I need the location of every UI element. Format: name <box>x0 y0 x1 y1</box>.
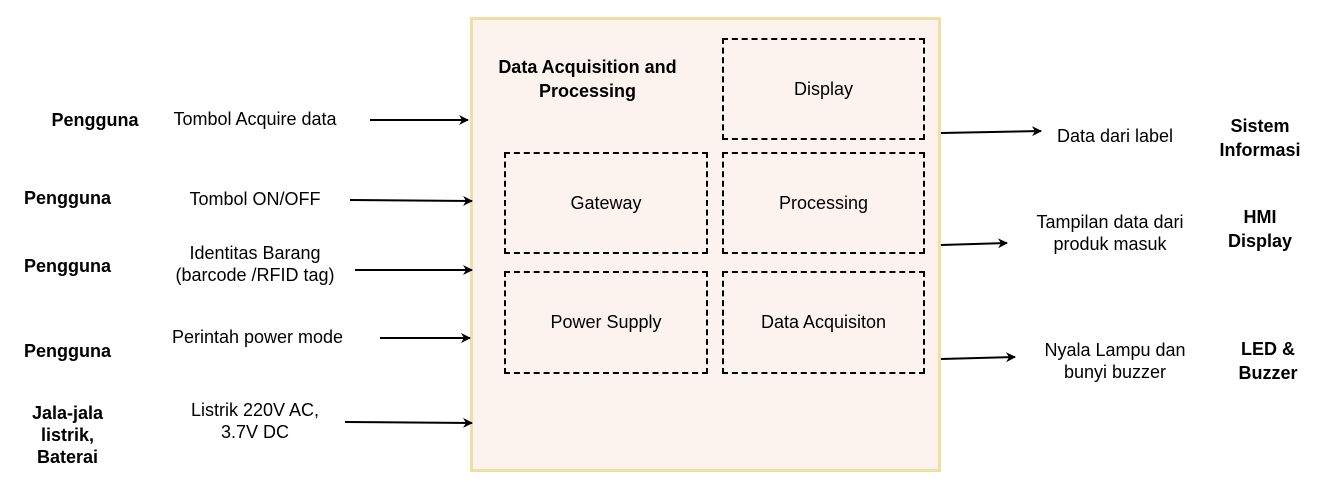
output-arrow-3 <box>940 352 1016 363</box>
input-source-3: Pengguna <box>5 255 130 277</box>
input-arrow-5 <box>344 417 473 428</box>
module-data-acquisition: Data Acquisiton <box>722 271 925 374</box>
output-target-2: HMI Display <box>1200 205 1320 253</box>
input-label-5: Listrik 220V AC, 3.7V DC <box>170 399 340 443</box>
module-power-supply-label: Power Supply <box>550 312 662 332</box>
input-label-1-line1: Tombol Acquire data <box>173 109 337 129</box>
input-label-4-line1: Perintah power mode <box>171 327 344 347</box>
output-label-2-line2: produk masuk <box>1053 234 1167 254</box>
module-processing: Processing <box>722 152 925 254</box>
module-display: Display <box>722 38 925 140</box>
output-label-2: Tampilan data dari produk masuk <box>1015 211 1205 255</box>
input-source-5: Jala-jala listrik, Baterai <box>10 402 125 468</box>
input-source-1: Pengguna <box>30 109 160 131</box>
output-target-2-line1: HMI <box>1243 207 1277 227</box>
main-block-title-line1: Data Acquisition and <box>498 57 677 77</box>
module-display-label: Display <box>793 78 854 99</box>
input-label-4: Perintah power mode <box>150 326 365 348</box>
module-data-acquisition-label: Data Acquisiton <box>760 312 887 332</box>
output-target-3: LED & Buzzer <box>1208 337 1328 385</box>
output-arrow-1 <box>940 126 1042 137</box>
input-source-4-line1: Pengguna <box>23 341 111 361</box>
output-target-2-line2: Display <box>1227 231 1293 251</box>
output-target-1-line2: Informasi <box>1219 140 1301 160</box>
module-processing-label: Processing <box>778 192 869 213</box>
input-source-5-line1: Jala-jala <box>31 403 104 423</box>
input-label-2: Tombol ON/OFF <box>160 188 350 210</box>
input-source-3-line1: Pengguna <box>23 256 111 276</box>
output-target-1: Sistem Informasi <box>1200 114 1320 162</box>
input-label-5-line1: Listrik 220V AC, <box>190 400 320 420</box>
output-arrow-2 <box>940 238 1008 249</box>
input-arrow-2 <box>349 195 473 206</box>
input-label-5-line2: 3.7V DC <box>220 422 290 442</box>
output-target-1-line1: Sistem <box>1230 116 1290 136</box>
module-gateway-label: Gateway <box>570 192 642 213</box>
input-source-5-line2: listrik, <box>40 425 95 445</box>
input-source-5-line3: Baterai <box>36 447 99 467</box>
main-block <box>470 17 941 472</box>
output-label-1: Data dari label <box>1040 125 1190 147</box>
output-label-1-line1: Data dari label <box>1056 126 1174 146</box>
input-label-3-line1: Identitas Barang <box>189 243 321 263</box>
output-label-3-line1: Nyala Lampu dan <box>1044 340 1186 360</box>
input-source-1-line1: Pengguna <box>51 110 139 130</box>
input-label-3: Identitas Barang (barcode /RFID tag) <box>150 242 360 286</box>
input-label-2-line1: Tombol ON/OFF <box>189 189 321 209</box>
input-source-2: Pengguna <box>5 187 130 209</box>
output-label-2-line1: Tampilan data dari <box>1036 212 1184 232</box>
output-label-3: Nyala Lampu dan bunyi buzzer <box>1025 339 1205 383</box>
module-power-supply: Power Supply <box>504 271 708 374</box>
input-source-4: Pengguna <box>5 340 130 362</box>
main-block-title-line2: Processing <box>538 81 637 101</box>
input-source-2-line1: Pengguna <box>23 188 111 208</box>
output-label-3-line2: bunyi buzzer <box>1063 362 1167 382</box>
main-block-title: Data Acquisition and Processing <box>470 55 705 103</box>
input-label-1: Tombol Acquire data <box>150 108 360 130</box>
output-target-3-line2: Buzzer <box>1238 363 1298 383</box>
input-label-3-line2: (barcode /RFID tag) <box>175 265 335 285</box>
output-target-3-line1: LED & <box>1241 339 1295 359</box>
module-gateway: Gateway <box>504 152 708 254</box>
